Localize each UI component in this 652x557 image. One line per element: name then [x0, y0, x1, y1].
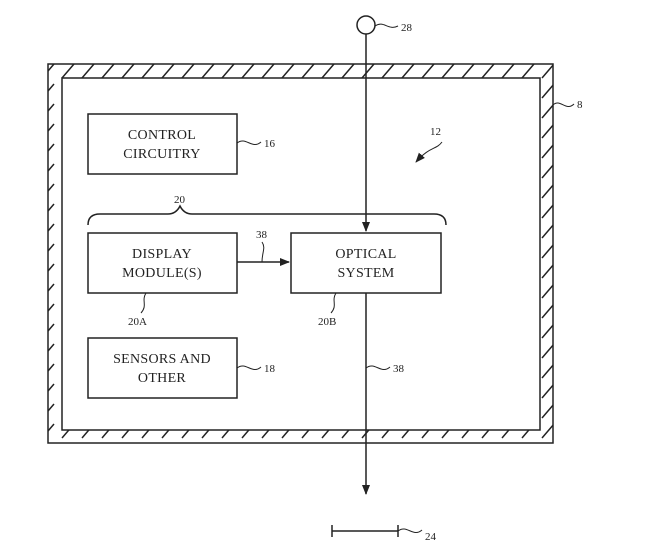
leader-28: [374, 23, 399, 28]
brace-20: [87, 204, 447, 226]
ref-20A: 20A: [128, 316, 147, 328]
leader-16: [236, 140, 262, 146]
leader-38-top: [261, 241, 265, 263]
display-module-label-1: DISPLAY: [132, 247, 192, 262]
housing-inner-edge: [61, 77, 541, 431]
leader-38-bottom: [365, 365, 391, 371]
ref-8: 8: [577, 99, 583, 111]
ref-38-top: 38: [256, 229, 268, 241]
optical-system-label-1: OPTICAL: [335, 247, 396, 262]
sensors-box: [87, 337, 238, 399]
ref-28: 28: [401, 22, 413, 34]
light-source-circle: [356, 15, 376, 35]
display-module-label-2: MODULE(S): [122, 266, 202, 281]
ref-18: 18: [264, 363, 276, 375]
sensors-label-2: OTHER: [138, 371, 187, 386]
optical-system-box: [290, 232, 442, 294]
ref-38-bottom: 38: [393, 363, 405, 375]
ref-24: 24: [425, 531, 437, 543]
ref-16: 16: [264, 138, 276, 150]
ref-20B: 20B: [318, 316, 336, 328]
control-circuitry-label-2: CIRCUITRY: [123, 147, 200, 162]
ref-20: 20: [174, 194, 186, 206]
ref-12: 12: [430, 126, 441, 138]
housing-outer-edge: [47, 63, 554, 444]
display-module-box: [87, 232, 238, 294]
leader-12: [415, 141, 443, 163]
leader-24: [397, 528, 423, 534]
control-circuitry-box: [87, 113, 238, 175]
optical-system-label-2: SYSTEM: [337, 266, 394, 281]
leader-8: [552, 102, 575, 108]
leader-20B: [330, 292, 337, 314]
sensors-label-1: SENSORS AND: [113, 352, 211, 367]
control-circuitry-label-1: CONTROL: [128, 128, 196, 143]
leader-20A: [140, 292, 147, 314]
leader-18: [236, 365, 262, 371]
